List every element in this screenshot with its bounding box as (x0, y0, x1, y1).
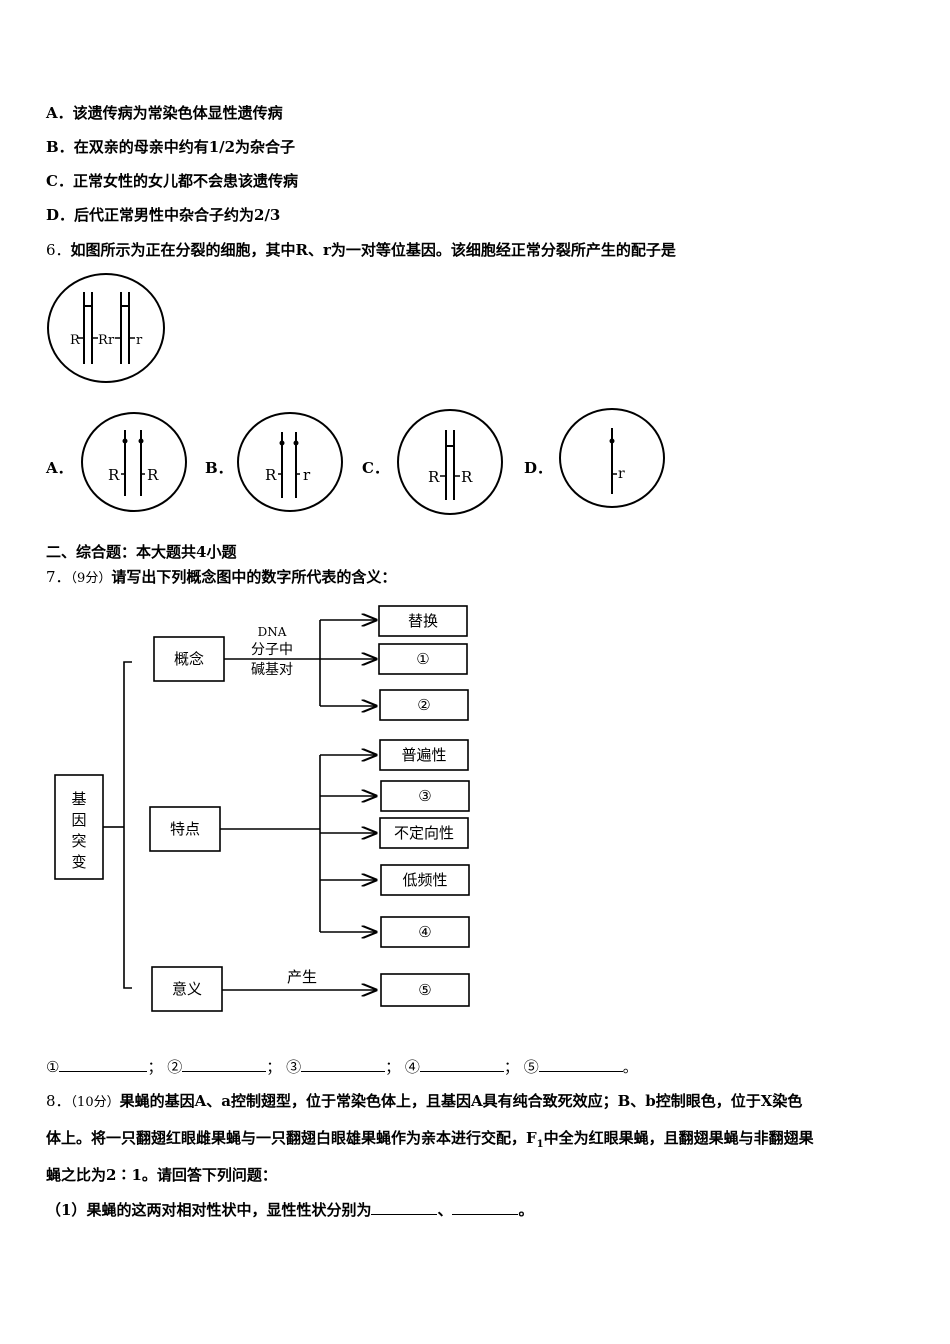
option-b: B．在双亲的母亲中约有1/2为杂合子 (46, 138, 296, 156)
choice-b-label-1: R (265, 466, 277, 484)
feature-item-3: 不定向性 (394, 824, 454, 842)
question-8-line-2: 体上。将一只翻翅红眼雌果蝇与一只翻翅白眼雄果蝇作为亲本进行交配，F1中全为红眼果… (46, 1129, 814, 1150)
answer-blank-5[interactable] (538, 1057, 623, 1072)
concept-item-3: ② (417, 696, 430, 714)
question-7-answers: ①； ②； ③； ④； ⑤。 (46, 1057, 638, 1076)
question-8-line-3: 蝇之比为2∶1。请回答下列问题： (46, 1166, 277, 1184)
concept-arrow-line-3: 碱基对 (251, 661, 293, 678)
answer-blank-4[interactable] (419, 1057, 504, 1072)
choice-b-label-2: r (303, 466, 311, 484)
option-a: A．该遗传病为常染色体显性遗传病 (46, 104, 283, 122)
choice-c-label-2: R (461, 468, 473, 486)
choice-d-cell: r (559, 408, 665, 508)
option-d: D．后代正常男性中杂合子约为2/3 (46, 206, 281, 224)
choice-a-label-1: R (108, 466, 120, 484)
meaning-arrow-label: 产生 (287, 968, 317, 986)
question-7-stem: 7．（9分）请写出下列概念图中的数字所代表的含义： (46, 568, 397, 586)
section-2-title: 二、综合题：本大题共4小题 (46, 543, 237, 561)
question-8-line-1: 8．（10分）果蝇的基因A、a控制翅型，位于常染色体上，且基因A具有纯合致死效应… (46, 1092, 803, 1110)
concept-item-2: ① (416, 650, 429, 668)
feature-item-5: ④ (418, 923, 431, 941)
main-label-r3: r (108, 333, 115, 348)
root-char-4: 变 (71, 853, 86, 871)
q8-blank-2[interactable] (452, 1200, 519, 1215)
feature-item-2: ③ (418, 787, 431, 805)
choice-d-label-1: r (618, 466, 625, 482)
concept-label: 概念 (174, 650, 204, 668)
answer-blank-3[interactable] (301, 1057, 386, 1072)
choice-a-label-2: R (147, 466, 159, 484)
root-char-3: 突 (71, 832, 86, 850)
feature-item-4: 低频性 (402, 871, 447, 889)
concept-item-1: 替换 (408, 612, 438, 630)
choice-c-letter: C． (362, 459, 389, 477)
meaning-label: 意义 (172, 980, 202, 998)
option-c: C．正常女性的女儿都不会患该遗传病 (46, 172, 298, 190)
answer-blank-1[interactable] (59, 1057, 148, 1072)
root-char-2: 因 (71, 811, 86, 829)
choice-b-cell: R r (237, 412, 343, 512)
choice-a-letter: A． (46, 459, 73, 477)
choice-d-letter: D． (524, 459, 553, 477)
concept-map: 基 因 突 变 概念 特点 意义 DNA 分子中 碱基对 替换 ① ② 普遍性 … (54, 605, 470, 1012)
main-label-r4: r (136, 333, 143, 348)
answer-blank-2[interactable] (182, 1057, 267, 1072)
concept-arrow-line-2: 分子中 (251, 642, 293, 658)
choice-b-letter: B． (205, 459, 233, 477)
root-char-1: 基 (71, 790, 86, 808)
choice-a-cell: R R (81, 412, 187, 512)
meaning-item: ⑤ (418, 981, 431, 999)
concept-arrow-line-1: DNA (258, 625, 287, 639)
main-cell-figure: R R r r (47, 273, 165, 383)
q8-blank-1[interactable] (371, 1200, 438, 1215)
choice-c-label-1: R (428, 468, 440, 486)
question-8-sub-1: （1）果蝇的这两对相对性状中，显性性状分别为、。 (46, 1200, 534, 1219)
question-6-stem: 6．如图所示为正在分裂的细胞，其中R、r为一对等位基因。该细胞经正常分裂所产生的… (46, 241, 676, 259)
main-label-r1: R (70, 333, 81, 348)
feature-item-1: 普遍性 (401, 746, 446, 764)
main-label-r2: R (98, 333, 109, 348)
choice-c-cell: R R (397, 409, 503, 515)
feature-label: 特点 (170, 820, 200, 838)
